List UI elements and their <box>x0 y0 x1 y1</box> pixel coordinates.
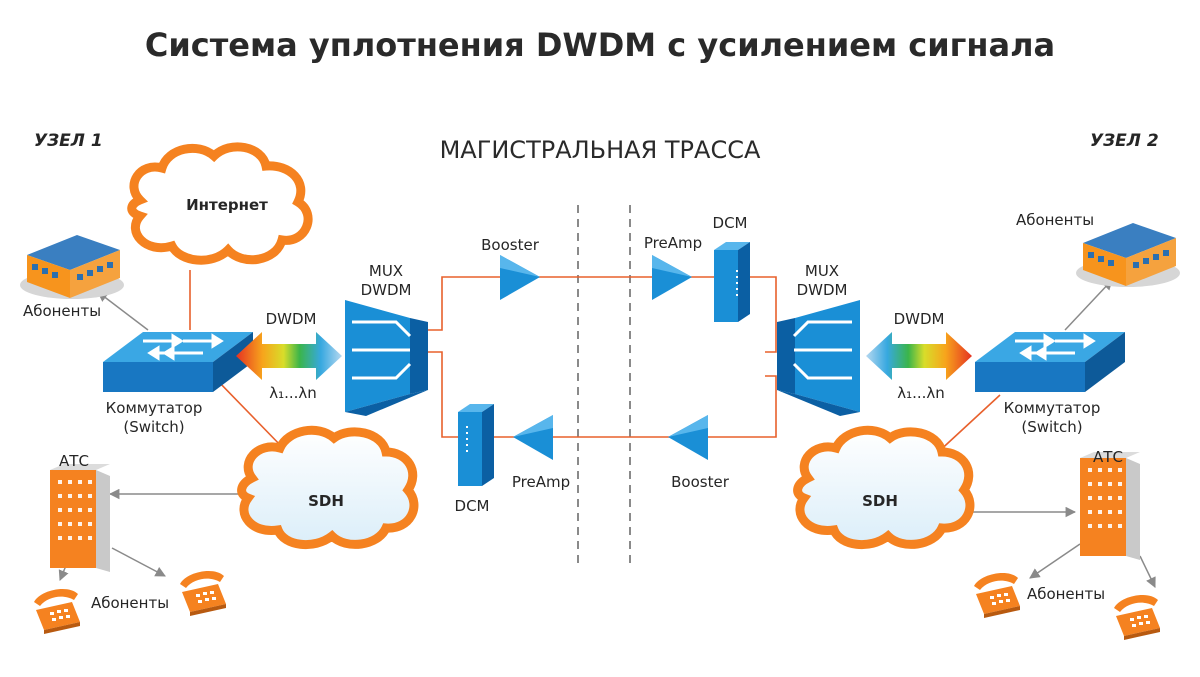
sdh-right-label: SDH <box>862 492 898 510</box>
dwdm-spectrum-left <box>236 332 342 380</box>
internet-cloud <box>127 142 313 265</box>
dwdm-spectrum-right <box>866 332 972 380</box>
ats-left-icon <box>50 464 110 572</box>
phone-right-2-icon <box>1114 594 1160 640</box>
subscribers-right-top-label: Абоненты <box>1015 211 1095 229</box>
dwdm-left-label: DWDM <box>265 310 317 328</box>
ats-left-label: АТС <box>59 452 89 470</box>
booster-left-label: Booster <box>481 236 539 254</box>
dwdm-right-label: DWDM <box>893 310 945 328</box>
preamp-left-label: PreAmp <box>511 473 571 491</box>
page-title: Система уплотнения DWDM с усилением сигн… <box>144 26 1056 64</box>
phone-left-1-icon <box>34 588 80 634</box>
switch-right-label-2: (Switch) <box>1021 418 1083 436</box>
service-arrows <box>58 279 1156 588</box>
switch-left-label-2: (Switch) <box>123 418 185 436</box>
phone-right-1-icon <box>974 572 1020 618</box>
preamp-right-icon <box>652 255 692 300</box>
subscribers-left-top-label: Абоненты <box>22 302 102 320</box>
lambda-right-label: λ₁...λn <box>897 384 945 402</box>
node-2-label: УЗЕЛ 2 <box>1090 131 1159 151</box>
switch-left-label-1: Коммутатор <box>105 399 203 417</box>
mux-dwdm-right <box>777 300 860 416</box>
booster-left-icon <box>500 255 540 300</box>
ats-right-label: АТС <box>1093 448 1123 466</box>
mux-left-label-2: DWDM <box>360 281 412 299</box>
mux-right-label-2: DWDM <box>796 281 848 299</box>
lambda-left-label: λ₁...λn <box>269 384 317 402</box>
dcm-left-icon <box>458 404 494 486</box>
dcm-right-icon <box>714 242 750 322</box>
optical-links <box>189 270 1001 456</box>
mux-right-label-1: MUX <box>804 262 840 280</box>
sdh-cloud-left <box>237 425 419 550</box>
switch-left-icon <box>101 330 255 394</box>
internet-label: Интернет <box>186 196 268 214</box>
subscribers-building-left-icon <box>20 235 124 299</box>
node-1-label: УЗЕЛ 1 <box>34 131 103 151</box>
preamp-left-icon <box>513 415 553 460</box>
trunk-label: МАГИСТРАЛЬНАЯ ТРАССА <box>439 136 761 164</box>
subscribers-left-bottom-label: Абоненты <box>90 594 170 612</box>
mux-left-label-1: MUX <box>368 262 404 280</box>
switch-right-icon <box>973 330 1127 394</box>
sdh-cloud-right <box>793 425 975 550</box>
booster-right-label: Booster <box>671 473 729 491</box>
subscribers-right-bottom-label: Абоненты <box>1026 585 1106 603</box>
booster-right-icon <box>668 415 708 460</box>
subscribers-building-right-icon <box>1076 223 1180 287</box>
dcm-left-label: DCM <box>454 497 490 515</box>
preamp-right-label: PreAmp <box>643 234 703 252</box>
sdh-left-label: SDH <box>308 492 344 510</box>
phone-left-2-icon <box>180 570 226 616</box>
mux-dwdm-left <box>345 300 428 416</box>
ats-right-icon <box>1080 452 1140 560</box>
dcm-right-label: DCM <box>712 214 748 232</box>
switch-right-label-1: Коммутатор <box>1003 399 1101 417</box>
